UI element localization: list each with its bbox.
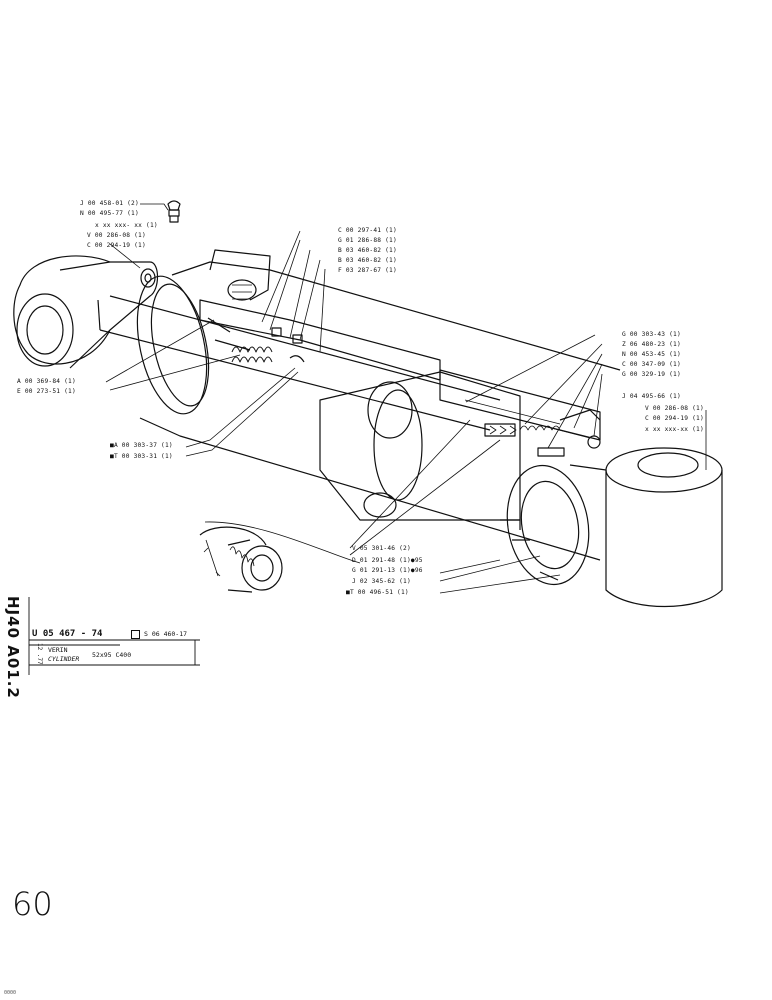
seal-detail-inset: [199, 526, 283, 593]
label-part-B-03460-a: B 03 460-82 (1): [338, 247, 397, 254]
label-part-A-00303: ■A 00 303-37 (1): [110, 442, 173, 449]
title-alt-number: S 06 460-17: [144, 630, 188, 638]
title-name-fr: VERIN: [48, 646, 68, 654]
label-part-Z-06480: Z 06 480-23 (1): [622, 341, 681, 348]
title-spec: 52x95 C400: [92, 651, 132, 659]
label-part-F-03287: F 03 287-67 (1): [338, 267, 397, 274]
grease-nipple-drawing: [167, 200, 181, 223]
label-part-G-01291: G 01 291-13 (1)●96: [352, 567, 423, 574]
label-part-C-00347: C 00 347-09 (1): [622, 361, 681, 368]
label-part-G-01291-text: G 01 291-13 (1): [352, 567, 411, 574]
label-part-T-00303: ■T 00 303-31 (1): [110, 453, 173, 460]
label-part-E-00273: E 00 273-51 (1): [17, 388, 76, 395]
handwritten-page-number: 60: [12, 885, 53, 923]
title-part-number: U 05 467 - 74: [32, 629, 103, 639]
label-part-T-00496-text: T 00 496-51 (1): [349, 589, 409, 596]
cylinder-tube-drawing: [136, 249, 723, 608]
footer-mark: 0000: [4, 990, 17, 996]
piston-rod-drawing: [97, 295, 501, 431]
label-part-T-00303-text: T 00 303-31 (1): [113, 453, 173, 460]
label-part-D-01291: D 01 291-48 (1)●95: [352, 557, 423, 564]
label-part-J-04495: J 04 495-66 (1): [622, 393, 681, 400]
label-part-V-00286-right: V 00 286-08 (1): [645, 405, 704, 412]
rod-end-eye-drawing: [13, 255, 159, 369]
label-part-G-00329: G 00 329-19 (1): [622, 371, 681, 378]
alt-number-checkbox: [131, 630, 140, 639]
label-part-A-00303-text: A 00 303-37 (1): [113, 442, 173, 449]
label-part-G-01286: G 01 286-88 (1): [338, 237, 397, 244]
label-part-T-00496: ■T 00 496-51 (1): [346, 589, 409, 596]
label-part-xx-right: x xx xxx-xx (1): [645, 426, 704, 433]
label-part-J-02345: J 02 345-62 (1): [352, 578, 411, 585]
label-part-N-00495: N 00 495-77 (1): [80, 210, 139, 217]
label-part-A-00369: A 00 369-84 (1): [17, 378, 76, 385]
label-part-B-03460-b: B 03 460-82 (1): [338, 257, 397, 264]
label-part-N-00453: N 00 453-45 (1): [622, 351, 681, 358]
title-name-en: CYLINDER: [48, 655, 80, 663]
side-drawing-date: 12 .77: [36, 643, 43, 665]
leader-lines: [105, 203, 707, 594]
side-drawing-code: HJ40 A01.2: [4, 596, 22, 699]
label-part-C-00294-right: C 00 294-19 (1): [645, 415, 704, 422]
label-part-G-00303: G 00 303-43 (1): [622, 331, 681, 338]
title-block-frame: [28, 597, 200, 675]
suffix-95: 95: [414, 557, 423, 564]
label-part-V-00286-left: V 00 286-08 (1): [87, 232, 146, 239]
suffix-96: 96: [414, 567, 423, 574]
label-part-J-00458: J 00 458-01 (2): [80, 200, 139, 207]
label-part-xx-top: x xx xxx- xx (1): [95, 222, 158, 229]
label-part-V-05301: V 05 301-46 (2): [352, 545, 411, 552]
label-part-C-00297: C 00 297-41 (1): [338, 227, 397, 234]
label-part-C-00294-left: C 00 294-19 (1): [87, 242, 146, 249]
label-part-D-01291-text: D 01 291-48 (1): [352, 557, 411, 564]
